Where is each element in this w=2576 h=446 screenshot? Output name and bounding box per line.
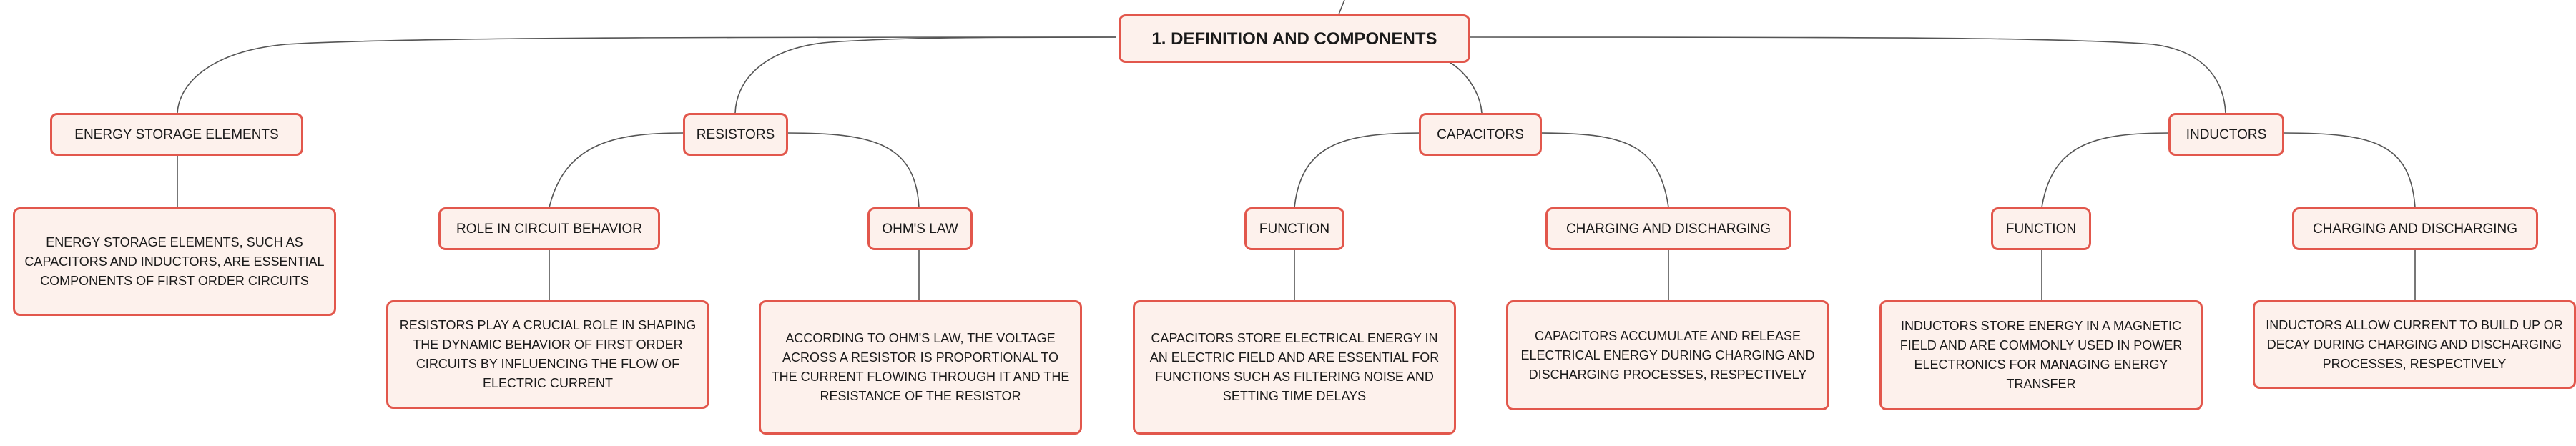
resistors-ohms-law-detail[interactable]: ACCORDING TO OHM'S LAW, THE VOLTAGE ACRO…	[759, 300, 1082, 435]
root-topic[interactable]: 1. DEFINITION AND COMPONENTS	[1119, 14, 1470, 63]
resistors-role-node[interactable]: ROLE IN CIRCUIT BEHAVIOR	[438, 207, 660, 250]
branch-capacitors[interactable]: CAPACITORS	[1419, 113, 1542, 156]
capacitors-charging-detail[interactable]: CAPACITORS ACCUMULATE AND RELEASE ELECTR…	[1506, 300, 1829, 410]
resistors-ohms-law-node[interactable]: OHM'S LAW	[867, 207, 973, 250]
inductors-charging-node[interactable]: CHARGING AND DISCHARGING	[2292, 207, 2538, 250]
inductors-function-node[interactable]: FUNCTION	[1991, 207, 2091, 250]
resistors-role-detail[interactable]: RESISTORS PLAY A CRUCIAL ROLE IN SHAPING…	[386, 300, 709, 409]
energy-storage-detail[interactable]: ENERGY STORAGE ELEMENTS, SUCH AS CAPACIT…	[13, 207, 336, 316]
capacitors-charging-node[interactable]: CHARGING AND DISCHARGING	[1545, 207, 1791, 250]
capacitors-function-detail[interactable]: CAPACITORS STORE ELECTRICAL ENERGY IN AN…	[1133, 300, 1456, 435]
branch-inductors[interactable]: INDUCTORS	[2168, 113, 2284, 156]
inductors-charging-detail[interactable]: INDUCTORS ALLOW CURRENT TO BUILD UP OR D…	[2253, 300, 2576, 389]
branch-energy-storage[interactable]: ENERGY STORAGE ELEMENTS	[50, 113, 303, 156]
branch-resistors[interactable]: RESISTORS	[683, 113, 788, 156]
inductors-function-detail[interactable]: INDUCTORS STORE ENERGY IN A MAGNETIC FIE…	[1879, 300, 2203, 410]
capacitors-function-node[interactable]: FUNCTION	[1244, 207, 1344, 250]
